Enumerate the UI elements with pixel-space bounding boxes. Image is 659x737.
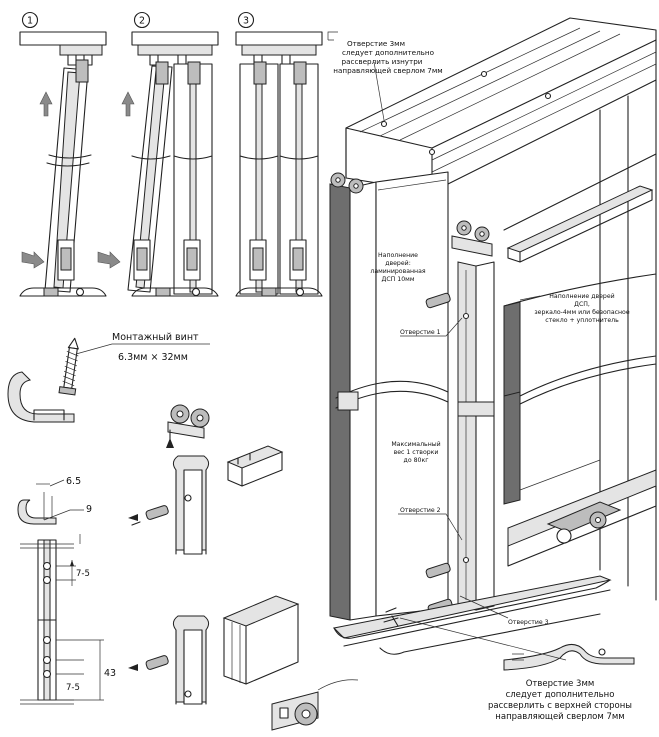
step-3-number: 3 <box>243 16 249 27</box>
hole-top-line4: направляющей сверлом 7мм <box>333 66 442 75</box>
hole2-label: Отверстие 2 <box>400 507 441 514</box>
top-roller-assembly <box>128 404 284 555</box>
fill-right-line1: Наполнение дверей <box>549 292 614 300</box>
fill-left-line3: ламинированная <box>370 268 426 275</box>
hole3-label: Отверстие 3 <box>508 619 549 626</box>
hole-top-line1: Отверстие 3мм <box>347 39 405 48</box>
dim-label-d3: 7-5 <box>76 569 90 579</box>
callout-leaders <box>327 31 567 661</box>
max-weight-line1: Максимальный <box>391 440 440 448</box>
fill-right-note: Наполнение дверей ДСП, зеркало-4мм или б… <box>534 292 629 324</box>
max-weight-line3: до 80кг <box>404 457 429 464</box>
step-2-number: 2 <box>139 16 145 27</box>
hole1-label: Отверстие 1 <box>400 329 441 336</box>
dim-label-d5: 7-5 <box>66 683 80 693</box>
hole-top-line3: рассверлить изнутри <box>342 57 423 66</box>
wardrobe-main-view <box>329 17 657 671</box>
fill-left-note: Наполнение дверей: ламинированная ДСП 10… <box>370 252 426 283</box>
max-weight-line2: вес 1 створки <box>394 449 439 456</box>
hole-bottom-note: Отверстие 3мм следует дополнительно расс… <box>488 679 632 722</box>
step-2-panel: 2 <box>97 11 219 297</box>
hole-bottom-line4: направляющей сверлом 7мм <box>495 712 624 722</box>
bottom-roller-assembly <box>128 595 300 705</box>
fill-right-line3: зеркало-4мм или безопасное <box>534 308 629 316</box>
hole-bottom-line1: Отверстие 3мм <box>526 679 595 689</box>
hole-bottom-line2: следует дополнительно <box>506 690 615 700</box>
dim-label-d2: 9 <box>86 504 92 515</box>
step-1-number: 1 <box>27 16 33 27</box>
hole-bottom-line3: рассверлить с верхней стороны <box>488 701 632 711</box>
step-3-panel: 3 <box>235 11 323 297</box>
fill-right-line2: ДСП, <box>574 301 590 308</box>
fill-left-line1: Наполнение <box>378 252 418 259</box>
profile-dimension-detail: 6.5 9 7-5 43 7-5 <box>17 476 116 705</box>
fill-right-line4: стекло + уплотнитель <box>545 317 619 324</box>
dim-label-d1: 6.5 <box>66 476 81 487</box>
max-weight-note: Максимальный вес 1 створки до 80кг <box>391 440 440 464</box>
dim-label-d4: 43 <box>104 668 116 679</box>
bottom-roller-piece <box>271 679 359 731</box>
fill-left-line2: дверей: <box>385 259 411 267</box>
screw-title: Монтажный винт <box>112 332 199 343</box>
hole-top-line2: следует дополнительно <box>342 48 434 57</box>
mounting-screw-detail: Монтажный винт 6.3мм × 32мм <box>7 332 210 423</box>
screw-size: 6.3мм × 32мм <box>118 352 188 363</box>
hole-top-note: Отверстие 3мм следует дополнительно расс… <box>333 39 442 75</box>
step-1-panel: 1 <box>19 11 107 297</box>
fill-left-line4: ДСП 10мм <box>382 276 415 283</box>
